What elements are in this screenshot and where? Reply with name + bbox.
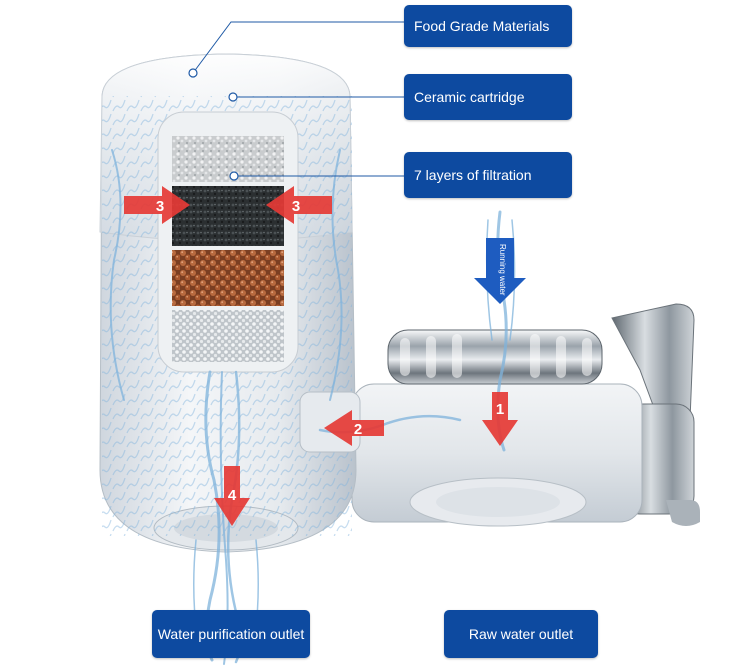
- svg-text:3: 3: [292, 198, 300, 215]
- callout-filtration-layers: 7 layers of filtration: [404, 152, 572, 198]
- filter-layer-carbon: [172, 186, 284, 246]
- svg-text:2: 2: [354, 421, 362, 438]
- svg-text:3: 3: [156, 198, 164, 215]
- svg-text:4: 4: [228, 487, 237, 504]
- label-water-purification-outlet: Water purification outlet: [152, 610, 310, 658]
- filter-layer-ceramic: [172, 136, 284, 182]
- callout-food-grade-materials: Food Grade Materials: [404, 5, 572, 47]
- filter-layer-beads: [172, 310, 284, 362]
- callout-ceramic-cartridge: Ceramic cartridge: [404, 74, 572, 120]
- svg-text:Running water: Running water: [498, 244, 507, 296]
- label-raw-water-outlet: Raw water outlet: [444, 610, 598, 658]
- ceramic-cartridge: [158, 112, 298, 372]
- filter-layer-mineral-balls: [172, 250, 284, 306]
- chrome-inlet-ring: [388, 330, 602, 384]
- running-water-arrow: Running water: [474, 238, 526, 304]
- svg-text:1: 1: [496, 401, 504, 418]
